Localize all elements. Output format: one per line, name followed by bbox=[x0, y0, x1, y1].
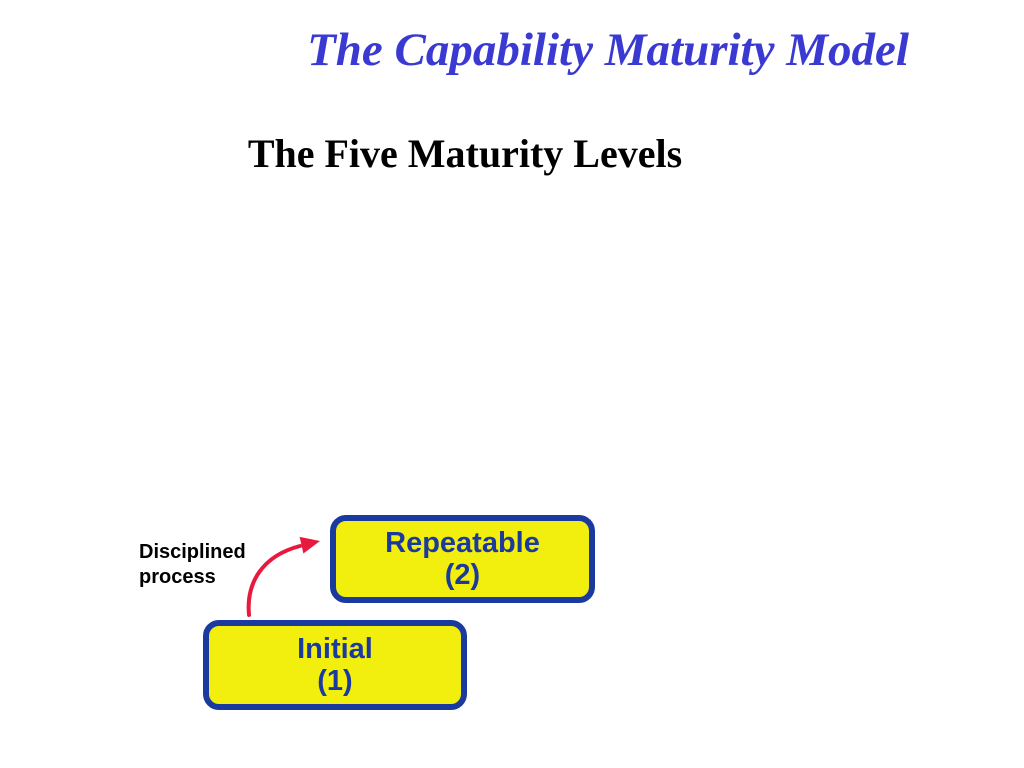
slide-title: The Capability Maturity Model bbox=[307, 24, 909, 76]
transition-label-line2: process bbox=[139, 566, 216, 588]
level-number: (1) bbox=[317, 665, 353, 697]
level-name: Initial bbox=[297, 632, 373, 665]
transition-label: Disciplined process bbox=[139, 540, 246, 590]
transition-label-line1: Disciplined bbox=[139, 541, 246, 563]
arrow-head-icon bbox=[299, 536, 320, 554]
level-name: Repeatable bbox=[385, 526, 540, 559]
level-box-initial: Initial (1) bbox=[203, 620, 467, 710]
arrow-curve bbox=[246, 544, 302, 617]
level-number: (2) bbox=[444, 559, 481, 591]
level-box-repeatable: Repeatable (2) bbox=[330, 515, 595, 603]
slide-subtitle: The Five Maturity Levels bbox=[247, 131, 683, 176]
